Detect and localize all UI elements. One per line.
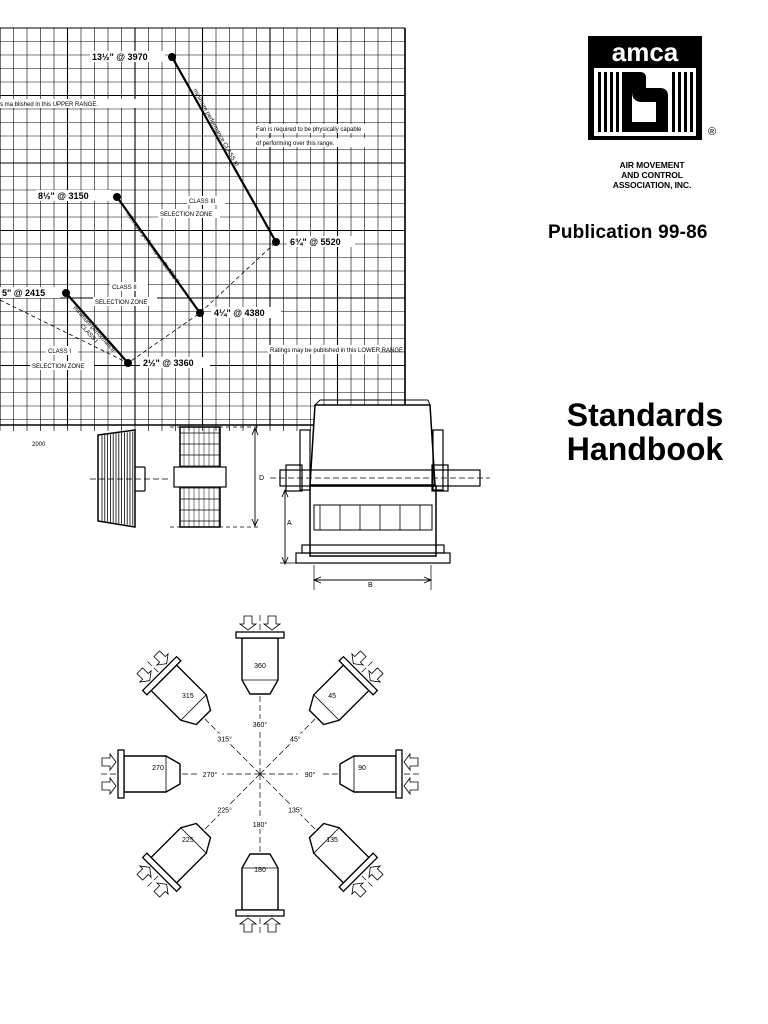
position-315	[136, 650, 212, 726]
class-2-line	[116, 196, 201, 314]
point-p1	[168, 53, 176, 61]
angle-label-225: 225°	[217, 806, 232, 814]
box-label-180: 180	[254, 867, 266, 874]
class1-label: CLASS I	[48, 349, 71, 355]
rotation-angle-labels: 360° 45° 90° 135° 180° 225° 270° 315°	[198, 719, 322, 829]
point-p3	[272, 238, 280, 246]
position-135	[308, 822, 384, 898]
logo-text: amca	[612, 37, 679, 67]
label-p4: 5" @ 2415	[2, 288, 45, 298]
capable-text-2: of performing over this range.	[256, 141, 335, 147]
class-3-line	[171, 56, 277, 243]
rotation-diagram: 360 45 90 135 180 225 270 315 360° 45° 90° 135° 180…	[100, 614, 420, 934]
box-label-360: 360	[254, 663, 266, 670]
point-p5	[196, 309, 204, 317]
angle-label-90: 90°	[305, 771, 316, 779]
label-p1: 13½" @ 3970	[92, 52, 148, 62]
box-label-45: 45	[328, 693, 336, 700]
org-line-3: ASSOCIATION, INC.	[612, 180, 692, 190]
box-label-225: 225	[182, 837, 194, 844]
position-270	[101, 749, 181, 799]
class2-zone: SELECTION ZONE	[95, 300, 147, 306]
min-perf-2: minimum performance CLASS II	[124, 212, 180, 285]
label-p3: 6¾" @ 5520	[290, 237, 341, 247]
dim-d: D	[259, 475, 264, 482]
angle-label-360: 360°	[253, 721, 268, 729]
position-45	[308, 650, 384, 726]
angle-label-180: 180°	[253, 821, 268, 829]
min-perf-1a: minimum performance	[72, 305, 117, 354]
angle-label-135: 135°	[288, 806, 303, 814]
performance-chart: 13½" @ 3970 8½" @ 3150 6¾" @ 5520 5" @ 2…	[0, 27, 406, 448]
wheel-side-view	[90, 429, 170, 528]
label-p6: 2½" @ 3360	[143, 358, 194, 368]
rotation-positions: 360 45 90 135 180 225 270 315	[101, 615, 419, 933]
label-p5: 4¼" @ 4380	[214, 308, 265, 318]
publication-number: Publication 99-86	[548, 222, 708, 243]
wheel-front-view	[170, 426, 260, 528]
dim-b: B	[368, 582, 373, 589]
class1-zone: SELECTION ZONE	[32, 364, 84, 370]
org-line-1: AIR MOVEMENT	[619, 160, 685, 170]
point-p2	[113, 193, 121, 201]
class3-label: CLASS III	[189, 199, 216, 205]
upper-range-text: s ma blished in this UPPER RANGE.	[0, 102, 98, 108]
box-label-90: 90	[358, 765, 366, 772]
fan-housing	[270, 399, 490, 590]
class-1-line	[65, 292, 129, 364]
angle-label-270: 270°	[203, 771, 218, 779]
point-p6	[124, 359, 132, 367]
box-label-270: 270	[152, 765, 164, 772]
org-line-2: AND CONTROL	[621, 170, 683, 180]
chart-grid	[0, 27, 406, 431]
amca-logo: amca	[588, 36, 702, 140]
class2-label: CLASS II	[112, 285, 137, 291]
position-360	[235, 615, 285, 695]
x-tick-2000: 2000	[32, 442, 46, 448]
angle-label-45: 45°	[290, 736, 301, 744]
capable-text-1: Fan is required to be physically capable	[256, 127, 362, 133]
point-p4	[62, 289, 70, 297]
dim-a: A	[287, 520, 292, 527]
fan-drawings: D A B	[90, 399, 490, 590]
min-perf-3: minimum performance CLASS III	[191, 88, 239, 168]
position-90	[339, 749, 419, 799]
box-label-135: 135	[326, 837, 338, 844]
org-name: AIR MOVEMENT AND CONTROL ASSOCIATION, IN…	[592, 160, 712, 190]
registered-mark: ®	[708, 126, 717, 138]
class3-zone: SELECTION ZONE	[160, 212, 212, 218]
title-line-2: Handbook	[566, 431, 724, 467]
lower-range-text: Ratings may be published in this LOWER R…	[270, 348, 405, 354]
box-label-315: 315	[182, 693, 194, 700]
position-225	[136, 822, 212, 898]
angle-label-315: 315°	[217, 736, 232, 744]
title-line-1: Standards	[566, 397, 724, 433]
position-180	[235, 853, 285, 933]
document-title: Standards Handbook	[545, 398, 745, 466]
label-p2: 8½" @ 3150	[38, 191, 89, 201]
